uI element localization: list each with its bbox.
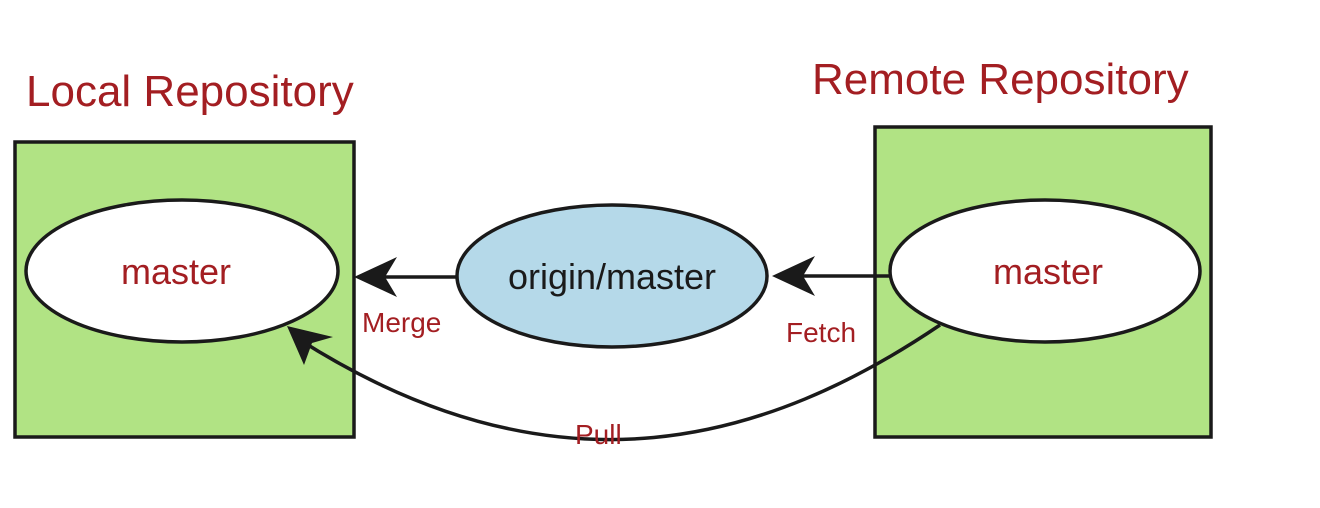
pull-arrow-curve [299, 323, 941, 442]
remote-master-branch-node [888, 198, 1202, 344]
merge-arrowhead [354, 257, 397, 297]
origin-master-label: origin/master [508, 256, 716, 297]
local-master-branch-node [24, 198, 340, 344]
remote-repository-title: Remote Repository [812, 55, 1189, 104]
local-repository-title: Local Repository [26, 67, 354, 116]
merge-label: Merge [362, 307, 441, 338]
pull-label: Pull [575, 419, 622, 450]
pull-arrowhead [287, 326, 333, 365]
fetch-arrowhead [772, 256, 815, 296]
local-master-label: master [121, 251, 231, 292]
fetch-label: Fetch [786, 317, 856, 348]
remote-master-label: master [993, 251, 1103, 292]
